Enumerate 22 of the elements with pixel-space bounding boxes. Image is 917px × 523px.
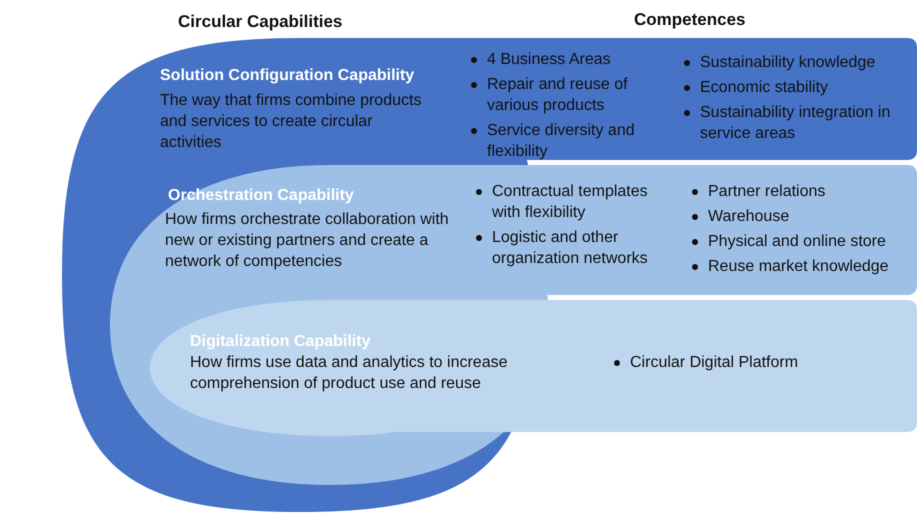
competence-item: Reuse market knowledge [708,257,890,277]
competence-item: Economic stability [700,78,830,98]
competence-item: Service diversity and flexibility [487,121,636,162]
competence-item: Sustainability integration in service areas [700,103,892,144]
competence-item: Circular Digital Platform [630,353,800,373]
capability-description: How firms orchestrate collaboration with new or existing partners and create a network of competencies [165,210,450,272]
competence-item: Logistic and other organization networks [492,228,649,269]
capability-description: The way that firms combine products and services to create circular activities [160,91,422,153]
competence-item: Sustainability knowledge [700,53,876,73]
competence-item: Physical and online store [708,232,887,252]
capability-heading: Digitalization Capability [190,332,370,352]
competence-item: Partner relations [708,182,826,202]
competence-item: Repair and reuse of various products [487,75,629,116]
capability-band [110,165,917,487]
competence-item: Contractual templates with flexibility [492,182,649,223]
column-heading: Circular Capabilities [178,12,342,32]
capability-heading: Solution Configuration Capability [160,66,414,86]
column-heading: Competences [634,10,746,30]
competence-item: Warehouse [708,207,790,227]
competence-item: 4 Business Areas [487,50,612,70]
capability-band [62,38,917,513]
capability-description: How firms use data and analytics to increase comprehension of product use and reuse [190,353,508,394]
